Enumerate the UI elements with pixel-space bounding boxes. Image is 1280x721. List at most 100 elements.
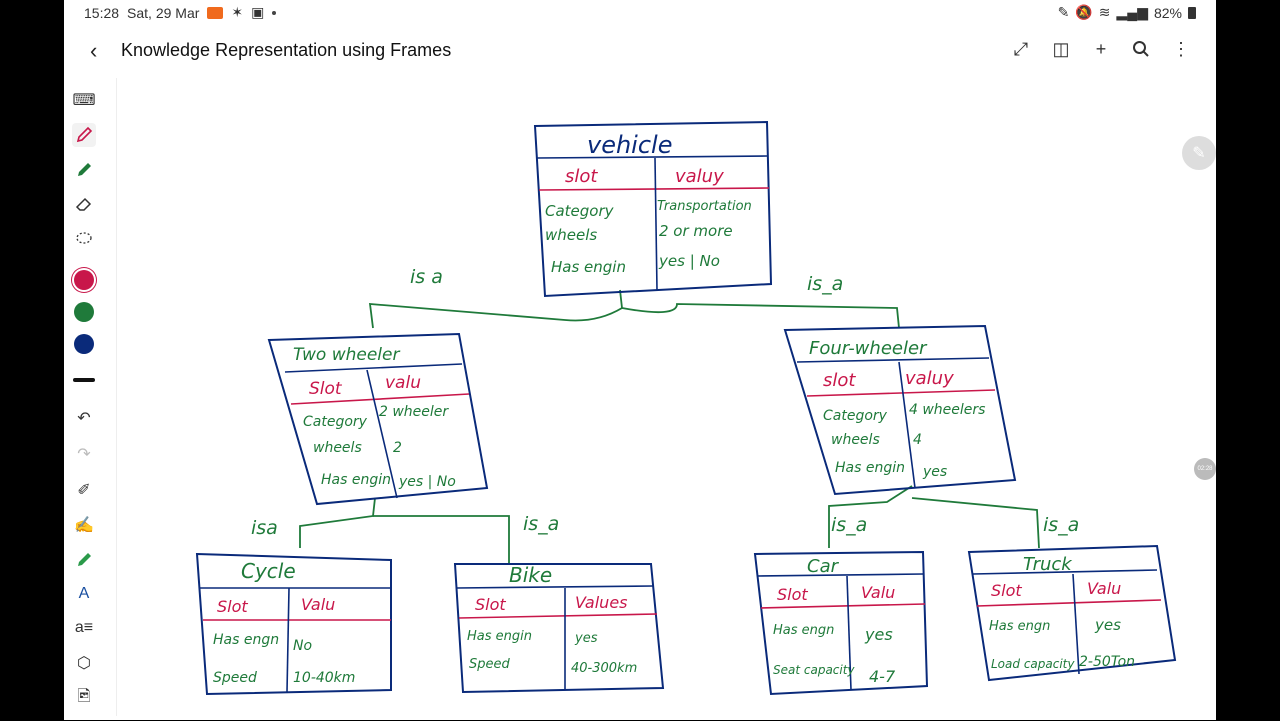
wifi-icon: ≋ [1098,4,1111,20]
note-canvas[interactable]: is a is_a isa is_a is_a is_a vehicle slo… [116,78,1207,716]
svg-text:wheels: wheels [313,440,362,456]
frame-vehicle: vehicle slot valuy Category wheels Has e… [533,120,773,298]
redo-icon[interactable]: ↷ [77,446,91,463]
drawing-toolbar: ⌨ ↶ ↷ ✐ ✍ A [64,86,104,716]
svg-text:slot: slot [565,166,598,187]
svg-text:Has engin: Has engin [321,472,391,488]
edge-vehicle-four-wheeler [621,303,900,329]
frame-title: Two wheeler [293,345,400,365]
scroll-position-indicator[interactable]: 02:28 [1194,458,1216,480]
add-icon[interactable]: + [1095,38,1107,59]
edge-four-wheeler-truck [911,497,1040,549]
expand-icon[interactable]: ⤢ [1013,38,1029,59]
svg-text:Speed: Speed [469,657,511,672]
highlighter-icon[interactable] [72,158,96,182]
svg-text:Slot: Slot [777,585,808,604]
svg-text:slot: slot [823,370,856,391]
frame-car: Car Slot Valu Has engn Seat capacity yes… [753,550,929,696]
app-bar: ‹ Knowledge Representation using Frames … [64,28,1216,74]
svg-text:wheels: wheels [831,432,880,448]
svg-text:Has engin: Has engin [467,629,532,644]
frame-truck: Truck Slot Valu Has engn Load capacity y… [967,544,1177,682]
svg-text:Has engin: Has engin [551,258,626,276]
svg-text:valuy: valuy [905,368,954,389]
status-time: 15:28 [84,4,120,21]
mute-icon: 🔕 [1075,4,1093,20]
app-screen: 15:28 Sat, 29 Mar ✶ ▣ ✎ 🔕 ≋ ▂▄▆ 82% ‹ Kn… [64,0,1216,720]
text-align-icon[interactable]: a≡ [74,619,94,636]
screen-record-icon [207,6,224,19]
pen-settings-fab-icon[interactable]: ✎ [1182,136,1216,170]
shape-pen-icon[interactable]: ✐ [77,482,91,499]
frame-title: Bike [509,563,552,587]
lasso-icon[interactable] [72,227,96,251]
frame-four-wheeler: Four-wheeler slot valuy Category wheels … [783,324,1017,496]
green-marker-icon[interactable] [72,548,96,572]
frames-diagram: is a is_a isa is_a is_a is_a vehicle slo… [195,120,1177,696]
svg-text:Valu: Valu [1087,579,1121,598]
text-tool-icon[interactable]: A [78,585,90,602]
svg-text:Values: Values [575,593,628,612]
edge-two-wheeler-bike [373,515,510,563]
pen-status-icon: ✎ [1057,4,1070,20]
edge-label-vehicle-four: is_a [807,273,843,295]
status-bar: 15:28 Sat, 29 Mar ✶ ▣ ✎ 🔕 ≋ ▂▄▆ 82% [64,0,1216,24]
svg-text:2 wheeler: 2 wheeler [379,404,449,420]
edge-label-four-car: is_a [831,514,867,536]
edge-label-two-bike: is_a [523,513,559,535]
svg-text:yes | No: yes | No [398,474,456,490]
svg-text:Slot: Slot [475,595,506,614]
svg-text:valuy: valuy [675,166,724,187]
edge-vehicle-two-wheeler [368,289,623,329]
page-title: Knowledge Representation using Frames [121,40,452,60]
svg-text:10-40km: 10-40km [293,670,355,686]
color-blue-swatch[interactable] [74,334,94,354]
edge-two-wheeler-cycle [299,497,376,548]
svg-text:Seat capacity: Seat capacity [773,663,855,677]
keyboard-icon[interactable]: ⌨ [72,92,96,109]
svg-text:2: 2 [393,440,402,456]
svg-text:Has engn: Has engn [773,623,834,638]
svg-text:Slot: Slot [309,379,343,399]
frame-title: Four-wheeler [809,338,928,359]
svg-text:Slot: Slot [217,597,248,616]
frame-cycle: Cycle Slot Valu Has engn Speed No 10-40k… [195,552,392,696]
frame-title: Truck [1023,554,1073,575]
svg-text:Category: Category [823,408,888,424]
stroke-width-icon[interactable] [72,368,96,392]
undo-icon[interactable]: ↶ [77,410,91,427]
svg-text:Valu: Valu [301,595,335,614]
svg-text:Category: Category [545,202,615,220]
edge-label-vehicle-two: is a [410,266,443,288]
battery-icon [1188,6,1196,19]
status-date: Sat, 29 Mar [127,4,200,21]
back-arrow-icon[interactable]: ‹ [90,38,98,63]
text-pen-icon[interactable]: ✍ [74,517,94,534]
edge-four-wheeler-car [828,485,913,548]
svg-text:Has engn: Has engn [213,632,279,648]
svg-text:wheels: wheels [545,226,597,244]
image-insert-icon[interactable]: 🖻 [77,687,91,705]
frame-title: Car [807,556,840,577]
pen-icon[interactable] [72,123,96,147]
color-green-swatch[interactable] [74,302,94,322]
color-red-swatch[interactable] [74,270,94,290]
frame-title: Cycle [241,559,296,583]
search-icon[interactable] [1130,38,1152,60]
shapes-icon[interactable]: ⬡ [77,655,91,672]
svg-text:Transportation: Transportation [657,199,752,214]
eraser-icon[interactable] [72,192,96,216]
svg-text:2-50Ton: 2-50Ton [1079,654,1135,670]
more-options-icon[interactable]: ⋮ [1172,38,1190,59]
svg-text:Has engin: Has engin [835,460,905,476]
gallery-icon: ▣ [251,4,265,20]
svg-text:Slot: Slot [991,581,1022,600]
svg-text:2 or more: 2 or more [659,222,733,240]
frame-title: vehicle [587,131,672,159]
signal-icon: ▂▄▆ [1116,4,1148,20]
book-view-icon[interactable]: ◫ [1052,38,1070,59]
frame-bike: Bike Slot Values Has engin Speed yes 40-… [453,563,665,694]
svg-text:Category: Category [303,414,368,430]
svg-text:Speed: Speed [213,670,257,686]
svg-text:yes: yes [574,631,598,646]
